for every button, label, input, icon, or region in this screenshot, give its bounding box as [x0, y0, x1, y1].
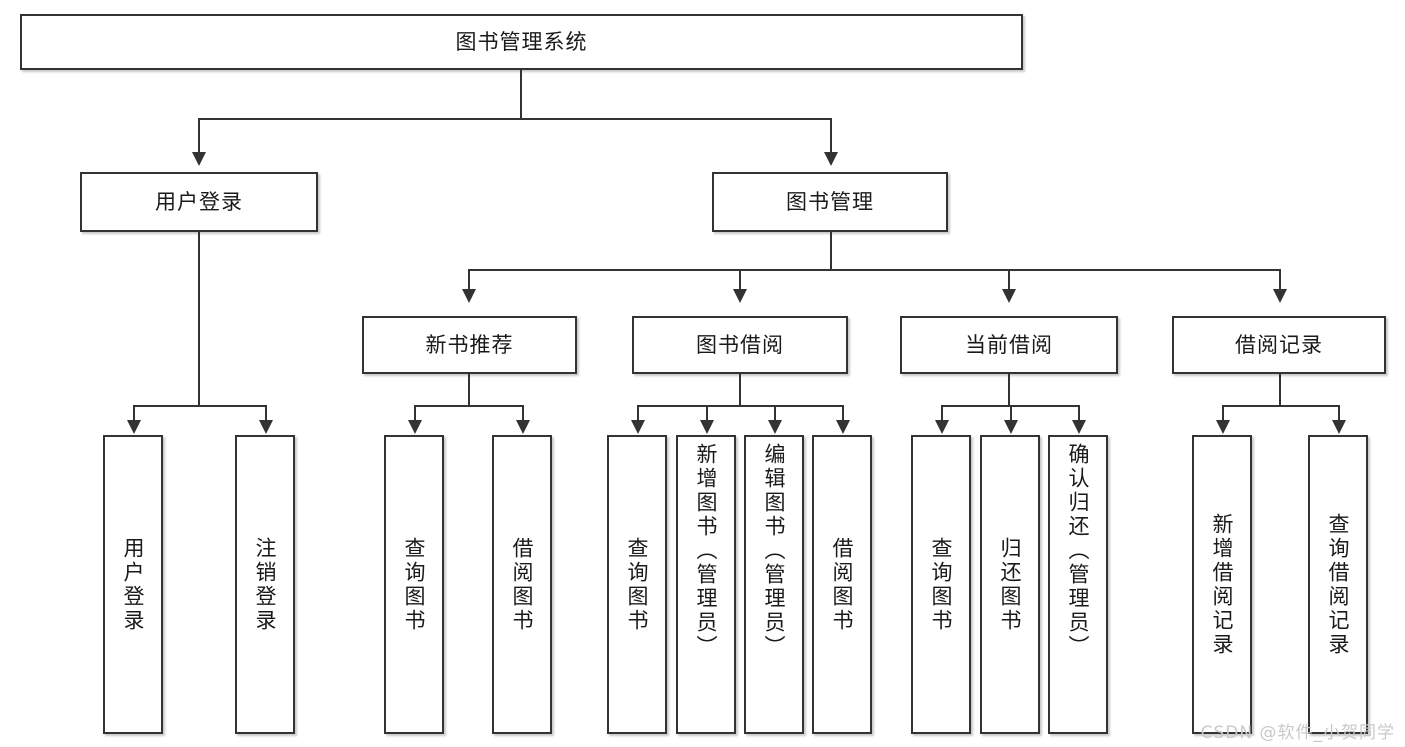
node-leaf-confirm-return-admin[interactable]: 确认归还（管理员） — [1048, 435, 1108, 734]
node-borrow-record-label: 借阅记录 — [1235, 332, 1323, 357]
node-leaf-query-borrow-record[interactable]: 查询借阅记录 — [1308, 435, 1368, 734]
connector-bm-drop-2 — [739, 269, 741, 291]
node-root[interactable]: 图书管理系统 — [20, 14, 1023, 70]
arrow-root-to-user-login — [192, 152, 206, 166]
connector-user-login-drop-1 — [133, 405, 135, 422]
node-leaf-query-book-1[interactable]: 查询图书 — [384, 435, 444, 734]
arrow-bb-leaf-2 — [700, 420, 714, 434]
node-leaf-user-logout[interactable]: 注销登录 — [235, 435, 295, 734]
arrow-bm-to-new-book-recommend — [462, 289, 476, 303]
arrow-cb-leaf-1 — [935, 420, 949, 434]
arrow-root-to-book-management — [824, 152, 838, 166]
node-leaf-query-book-2[interactable]: 查询图书 — [607, 435, 667, 734]
node-leaf-add-book-admin-label: 新增图书（管理员） — [694, 443, 719, 659]
arrow-cb-leaf-3 — [1072, 420, 1086, 434]
watermark-text: CSDN @软件_小贺同学 — [1200, 723, 1395, 743]
connector-br-drop-1 — [1222, 405, 1224, 422]
connector-root-to-book-management — [830, 118, 832, 154]
connector-root-to-user-login — [198, 118, 200, 154]
node-leaf-user-login-label: 用户登录 — [121, 536, 146, 633]
node-leaf-query-book-3[interactable]: 查询图书 — [911, 435, 971, 734]
connector-cb-drop-2 — [1010, 405, 1012, 422]
arrow-bm-to-current-borrow — [1002, 289, 1016, 303]
node-new-book-recommend-label: 新书推荐 — [425, 332, 514, 357]
node-leaf-user-login[interactable]: 用户登录 — [103, 435, 163, 734]
node-leaf-query-book-3-label: 查询图书 — [929, 536, 954, 633]
arrow-br-leaf-2 — [1332, 420, 1346, 434]
connector-bb-drop-4 — [842, 405, 844, 422]
node-user-login-label: 用户登录 — [155, 189, 243, 214]
connector-bb-bus — [637, 405, 844, 407]
arrow-user-login-leaf-2 — [259, 420, 273, 434]
connector-bb-drop-3 — [774, 405, 776, 422]
arrow-bm-to-book-borrow — [733, 289, 747, 303]
node-leaf-query-book-1-label: 查询图书 — [402, 536, 427, 633]
arrow-br-leaf-1 — [1216, 420, 1230, 434]
connector-book-management-stem — [830, 232, 832, 269]
node-user-login[interactable]: 用户登录 — [80, 172, 318, 232]
connector-user-login-drop-2 — [265, 405, 267, 422]
arrow-bb-leaf-1 — [631, 420, 645, 434]
node-leaf-query-book-2-label: 查询图书 — [625, 536, 650, 633]
connector-user-login-bus — [133, 405, 265, 407]
node-leaf-edit-book-admin[interactable]: 编辑图书（管理员） — [744, 435, 804, 734]
node-leaf-user-logout-label: 注销登录 — [253, 536, 278, 633]
node-leaf-borrow-book-2[interactable]: 借阅图书 — [812, 435, 872, 734]
node-leaf-add-borrow-record-label: 新增借阅记录 — [1210, 512, 1235, 657]
connector-root-stem — [520, 70, 522, 118]
connector-br-bus — [1222, 405, 1340, 407]
arrow-user-login-leaf-1 — [127, 420, 141, 434]
connector-cb-drop-3 — [1078, 405, 1080, 422]
connector-cb-drop-1 — [941, 405, 943, 422]
node-leaf-borrow-book-1-label: 借阅图书 — [510, 536, 535, 633]
arrow-nbr-leaf-1 — [408, 420, 422, 434]
node-leaf-borrow-book-1[interactable]: 借阅图书 — [492, 435, 552, 734]
connector-book-management-bus — [468, 269, 1280, 271]
node-current-borrow-label: 当前借阅 — [965, 332, 1053, 357]
connector-cb-stem — [1008, 374, 1010, 405]
node-leaf-return-book-label: 归还图书 — [998, 536, 1023, 633]
connector-nbr-stem — [468, 374, 470, 405]
node-borrow-record[interactable]: 借阅记录 — [1172, 316, 1386, 374]
node-leaf-add-book-admin[interactable]: 新增图书（管理员） — [676, 435, 736, 734]
node-leaf-return-book[interactable]: 归还图书 — [980, 435, 1040, 734]
connector-bb-stem — [739, 374, 741, 405]
connector-br-stem — [1279, 374, 1281, 405]
connector-user-login-stem — [198, 232, 200, 405]
connector-nbr-bus — [414, 405, 524, 407]
connector-bb-drop-1 — [637, 405, 639, 422]
arrow-cb-leaf-2 — [1004, 420, 1018, 434]
node-leaf-edit-book-admin-label: 编辑图书（管理员） — [762, 443, 787, 659]
arrow-bm-to-borrow-record — [1273, 289, 1287, 303]
node-book-management[interactable]: 图书管理 — [712, 172, 948, 232]
connector-bm-drop-1 — [468, 269, 470, 291]
connector-bm-drop-4 — [1279, 269, 1281, 291]
node-new-book-recommend[interactable]: 新书推荐 — [362, 316, 577, 374]
node-current-borrow[interactable]: 当前借阅 — [900, 316, 1118, 374]
connector-bb-drop-2 — [706, 405, 708, 422]
node-book-borrow-label: 图书借阅 — [696, 332, 784, 357]
connector-root-bus — [198, 118, 832, 120]
arrow-bb-leaf-3 — [768, 420, 782, 434]
connector-nbr-drop-2 — [522, 405, 524, 422]
node-leaf-borrow-book-2-label: 借阅图书 — [830, 536, 855, 633]
node-book-borrow[interactable]: 图书借阅 — [632, 316, 848, 374]
node-leaf-add-borrow-record[interactable]: 新增借阅记录 — [1192, 435, 1252, 734]
connector-bm-drop-3 — [1008, 269, 1010, 291]
connector-br-drop-2 — [1338, 405, 1340, 422]
node-book-management-label: 图书管理 — [786, 189, 874, 214]
arrow-nbr-leaf-2 — [516, 420, 530, 434]
node-root-label: 图书管理系统 — [455, 29, 588, 54]
arrow-bb-leaf-4 — [836, 420, 850, 434]
connector-nbr-drop-1 — [414, 405, 416, 422]
node-leaf-confirm-return-admin-label: 确认归还（管理员） — [1066, 443, 1091, 659]
node-leaf-query-borrow-record-label: 查询借阅记录 — [1326, 512, 1351, 657]
